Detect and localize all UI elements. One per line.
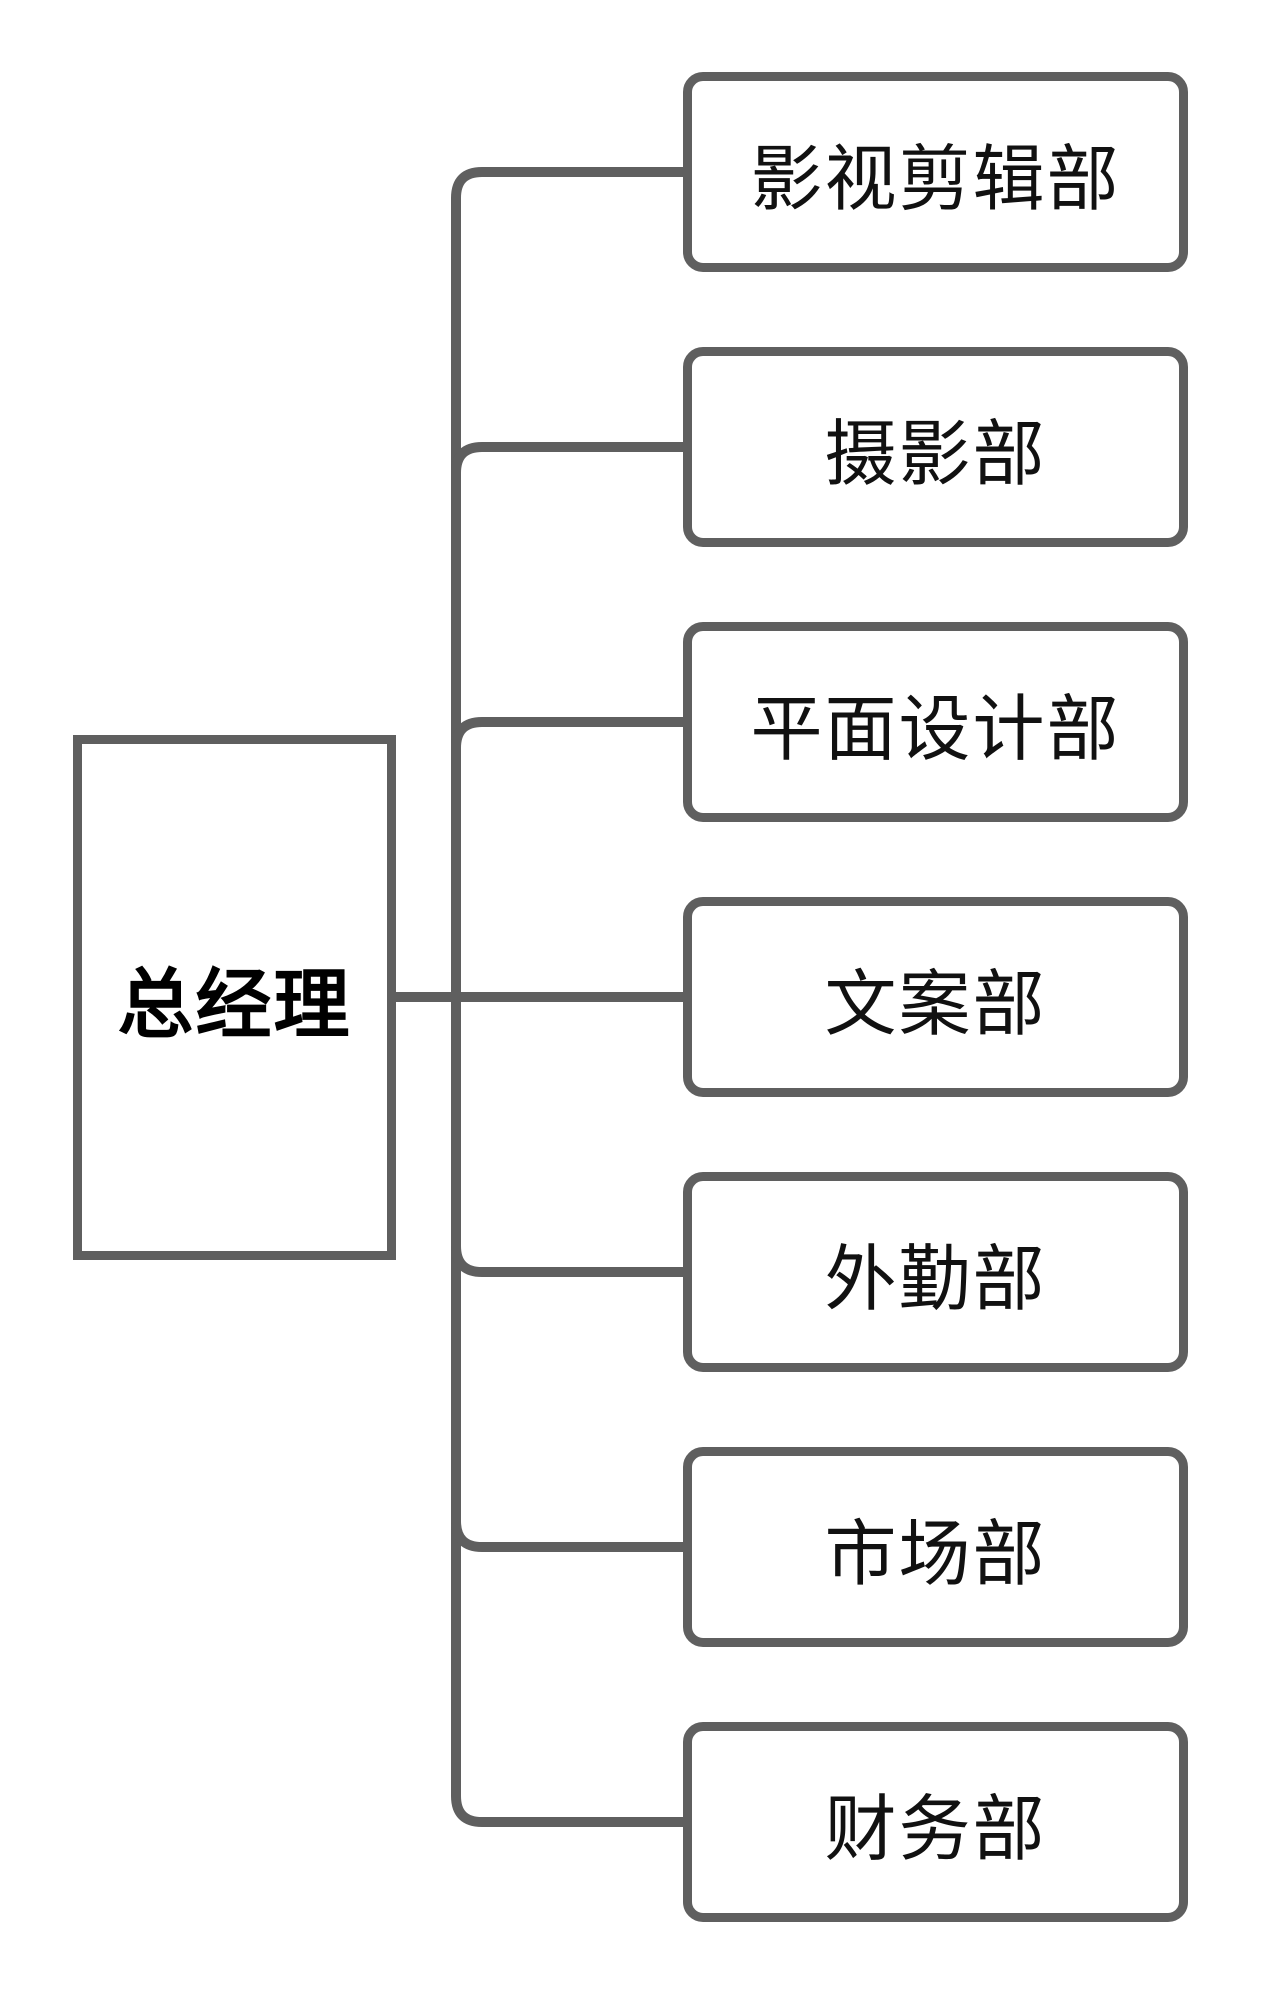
department-node: 平面设计部	[683, 622, 1188, 822]
department-label: 外勤部	[824, 1236, 1047, 1321]
department-label: 影视剪辑部	[750, 136, 1121, 221]
department-node: 市场部	[683, 1447, 1188, 1647]
department-node: 财务部	[683, 1722, 1188, 1922]
department-label: 文案部	[824, 961, 1047, 1046]
branch-connector-6	[451, 1520, 683, 1552]
trunk-line	[451, 167, 683, 1827]
department-node: 影视剪辑部	[683, 72, 1188, 272]
department-label: 摄影部	[824, 411, 1047, 496]
department-label: 平面设计部	[750, 686, 1121, 771]
branch-connector-3	[451, 717, 683, 749]
department-node: 文案部	[683, 897, 1188, 1097]
department-label: 市场部	[824, 1511, 1047, 1596]
root-node: 总经理	[73, 735, 396, 1260]
department-label: 财务部	[824, 1786, 1047, 1871]
department-node: 外勤部	[683, 1172, 1188, 1372]
root-node-label: 总经理	[117, 959, 352, 1049]
department-node: 摄影部	[683, 347, 1188, 547]
branch-connector-5	[451, 1245, 683, 1277]
branch-connector-2	[451, 442, 683, 474]
